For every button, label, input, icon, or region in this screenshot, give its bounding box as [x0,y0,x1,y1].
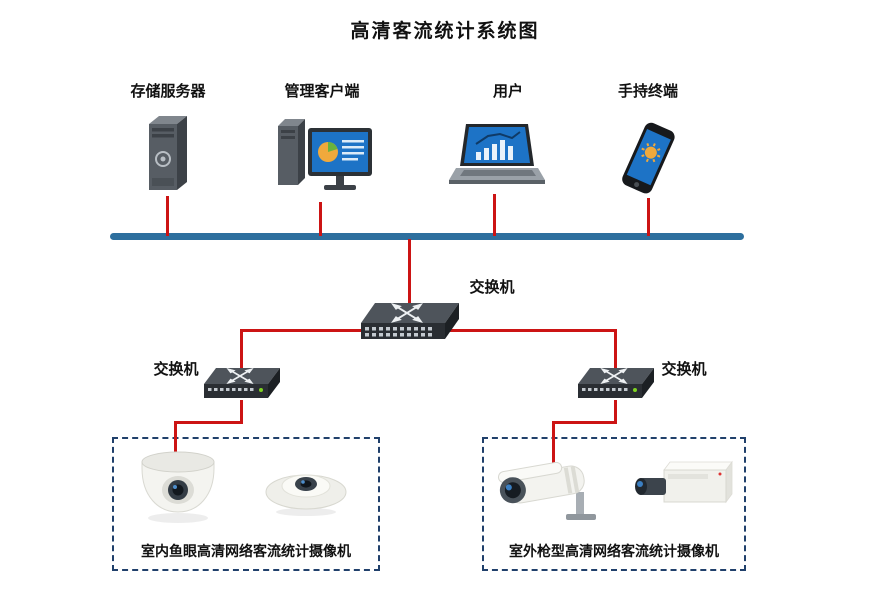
link-line-client-to-bus [319,202,322,236]
management-client-icon [272,112,376,209]
core-switch-label: 交换机 [469,280,515,296]
link-line-to-outdoor-cameras [552,421,555,463]
link-line-bus-to-core-switch [408,239,411,304]
network-bus-line [110,233,744,240]
handheld-terminal-icon [608,116,688,207]
link-line-handheld-to-bus [647,198,650,236]
right-switch-label: 交换机 [661,362,707,378]
user-label: 用户 [492,84,523,100]
link-line-core-to-right-h [448,329,617,332]
indoor-camera-group-box: 室内鱼眼高清网络客流统计摄像机 [112,437,380,571]
indoor-camera-group-label: 室内鱼眼高清网络客流统计摄像机 [141,545,351,560]
storage-server-icon [139,112,195,203]
link-line-core-to-left-h [240,329,372,332]
link-line-right-switch-h [552,421,617,424]
box-camera-icon [630,452,734,529]
page-title: 高清客流统计系统图 [350,21,540,42]
left-switch-label: 交换机 [153,362,199,378]
link-line-left-switch-drop [240,400,243,424]
link-line-user-to-bus [493,194,496,236]
outdoor-camera-group-box: 室外枪型高清网络客流统计摄像机 [482,437,746,571]
link-line-right-switch-drop [614,400,617,424]
left-switch-icon [200,364,284,413]
bullet-camera-icon [488,442,608,531]
link-line-to-indoor-cameras [174,421,177,465]
dome-fisheye-camera-icon [130,444,226,533]
link-line-storage-to-bus [166,196,169,236]
outdoor-camera-group-label: 室外枪型高清网络客流统计摄像机 [509,545,719,560]
core-switch-icon [355,298,465,355]
management-client-label: 管理客户端 [284,84,360,100]
storage-server-label: 存储服务器 [130,84,206,100]
link-line-left-switch-h [174,421,243,424]
link-line-core-to-left-v [240,329,243,374]
handheld-terminal-label: 手持终端 [617,84,678,100]
user-laptop-icon [442,122,546,201]
link-line-core-to-right-v [614,329,617,374]
flat-fisheye-camera-icon [258,456,354,523]
right-switch-icon [574,364,658,413]
